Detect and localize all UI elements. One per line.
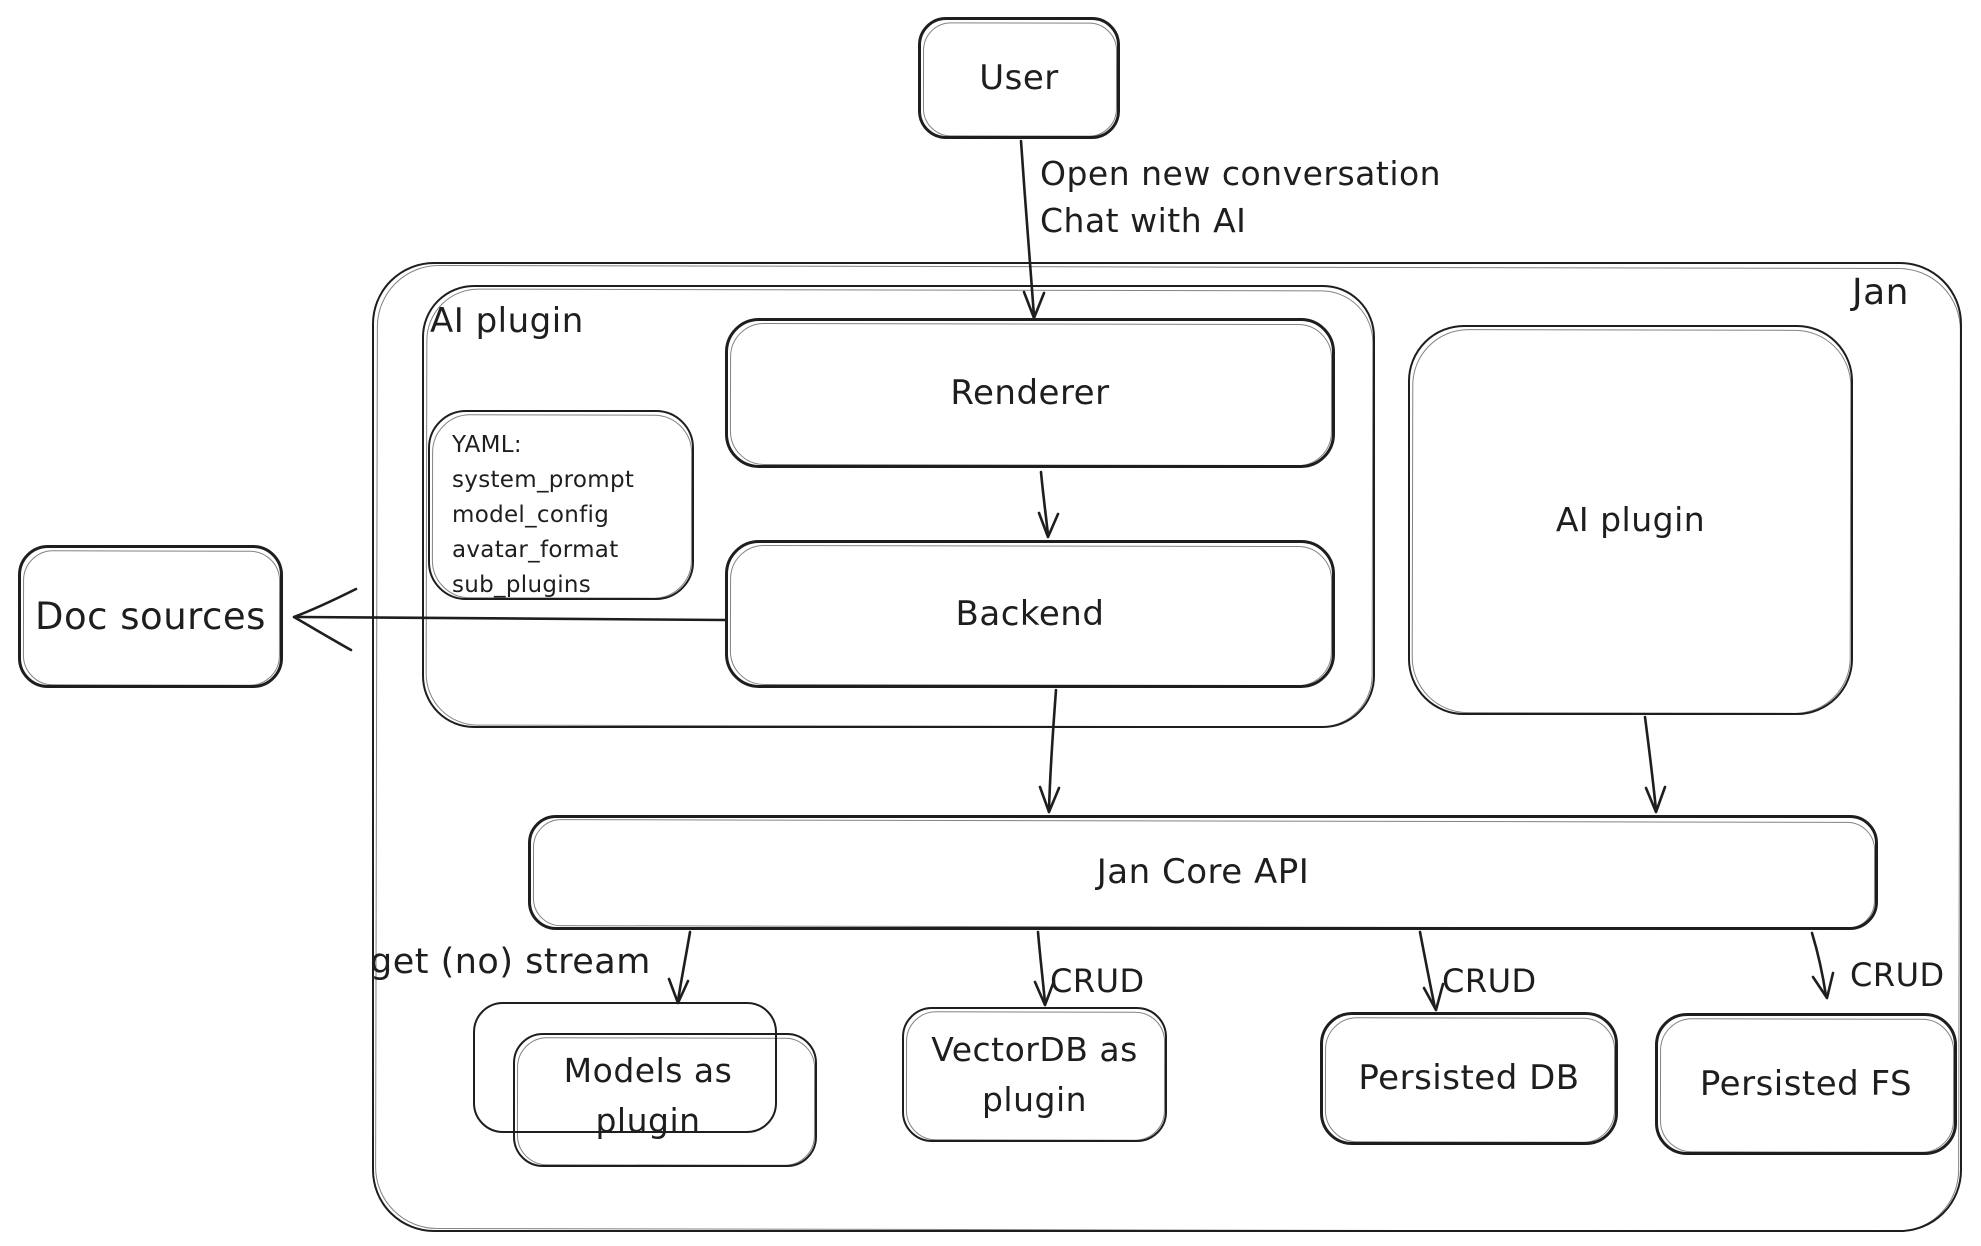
yaml-note-item: system_prompt: [452, 467, 635, 493]
user-to-jan-edge-label: Open new conversation Chat with AI: [1040, 150, 1441, 244]
jan-core-api-node: Jan Core API: [528, 815, 1878, 930]
user-to-jan-edge-label-line2: Chat with AI: [1040, 201, 1247, 240]
models-as-plugin-label: Models as plugin: [563, 1051, 733, 1140]
crud-edge-label-persisted-db: CRUD: [1442, 962, 1537, 1000]
jan-core-api-node-label: Jan Core API: [1096, 852, 1310, 892]
ai-plugin-node: AI plugin: [1408, 325, 1853, 715]
yaml-note-title: YAML:: [452, 432, 522, 458]
models-as-plugin-node: [513, 1033, 817, 1167]
vectordb-as-plugin-label: VectorDB as plugin: [931, 1030, 1138, 1119]
user-node-label: User: [979, 57, 1059, 98]
backend-node: Backend: [725, 540, 1335, 688]
user-node: User: [918, 17, 1120, 139]
jan-container-label: Jan: [1852, 272, 1909, 313]
yaml-note-item: model_config: [452, 502, 610, 528]
yaml-note: YAML: system_prompt model_config avatar_…: [428, 410, 694, 600]
ai-plugin-node-label: AI plugin: [1555, 500, 1706, 540]
backend-node-label: Backend: [955, 593, 1105, 634]
jan-container: [372, 262, 1962, 1232]
persisted-db-node: Persisted DB: [1320, 1012, 1618, 1145]
yaml-note-item: avatar_format: [452, 537, 619, 563]
vectordb-as-plugin-node: VectorDB as plugin: [902, 1007, 1167, 1142]
doc-sources-node: Doc sources: [18, 545, 283, 688]
crud-edge-label-vectordb: CRUD: [1050, 962, 1145, 1000]
doc-sources-node-label: Doc sources: [35, 594, 266, 638]
renderer-node: Renderer: [725, 318, 1335, 468]
ai-plugin-container: [422, 285, 1375, 728]
persisted-fs-node: Persisted FS: [1655, 1013, 1957, 1155]
user-to-jan-edge-label-line1: Open new conversation: [1040, 154, 1442, 193]
crud-edge-label-persisted-fs: CRUD: [1850, 956, 1945, 994]
get-no-stream-edge-label: get (no) stream: [370, 942, 651, 982]
persisted-fs-label: Persisted FS: [1699, 1063, 1913, 1104]
renderer-node-label: Renderer: [950, 372, 1110, 413]
persisted-db-label: Persisted DB: [1358, 1058, 1580, 1098]
ai-plugin-container-label: AI plugin: [430, 301, 584, 341]
yaml-note-item: sub_plugins: [452, 572, 592, 598]
